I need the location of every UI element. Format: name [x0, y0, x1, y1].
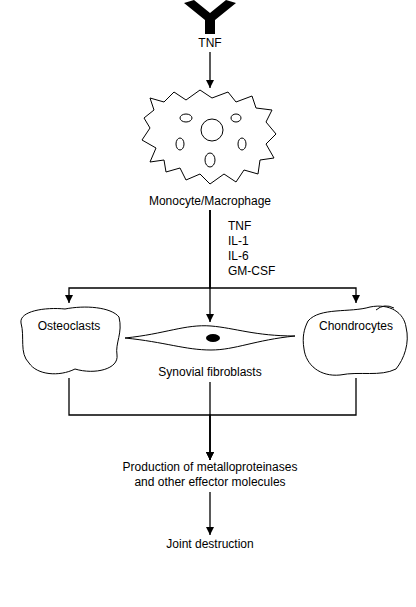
flow-arrow	[210, 210, 356, 303]
cytokine-label: TNF	[228, 219, 251, 234]
cell-outline	[180, 0, 240, 34]
node-text: Chondrocytes	[300, 319, 412, 334]
cell-node: Chondrocytes	[300, 303, 412, 378]
node-text: Osteoclasts	[15, 319, 123, 334]
cell-outline	[300, 303, 412, 378]
flow-arrow	[209, 382, 210, 460]
cell-outline-part	[205, 153, 215, 167]
cell-outline-part	[21, 307, 120, 374]
cell-outline-part	[201, 119, 223, 141]
node-text: Joint destruction	[110, 537, 310, 552]
flow-arrow	[69, 378, 210, 460]
flow-arrow	[69, 210, 210, 303]
flow-arrow	[209, 492, 210, 535]
cytokine-label: IL-1	[228, 234, 249, 249]
node-text: Production of metalloproteinases and oth…	[111, 460, 309, 490]
cell-outline-part	[180, 114, 192, 122]
flow-arrow	[209, 210, 210, 322]
cell-outline-part	[142, 90, 276, 184]
cell-outline	[125, 322, 295, 352]
cell-node: Monocyte/Macrophage	[140, 88, 280, 210]
flow-arrow	[210, 378, 356, 460]
cell-outline-part	[184, 0, 236, 34]
cell-outline-part	[176, 138, 184, 150]
process-text-node: Production of metalloproteinases and oth…	[111, 460, 309, 492]
cell-outline	[140, 88, 280, 186]
cell-outline-part	[376, 306, 394, 310]
cell-node: Osteoclasts	[15, 303, 123, 378]
node-text: Monocyte/Macrophage	[140, 194, 280, 209]
cell-outline-part	[238, 138, 246, 150]
cytokine-label: GM-CSF	[228, 264, 275, 279]
antibody-symbol: TNF	[180, 0, 240, 52]
cell-outline-part	[125, 326, 295, 350]
cell-outline-part	[303, 306, 407, 375]
cell-outline-part	[231, 114, 241, 122]
cell-outline	[15, 303, 123, 378]
outcome-text-node: Joint destruction	[110, 535, 310, 555]
cell-outline-part	[206, 334, 220, 342]
flow-arrow	[209, 52, 210, 88]
cytokine-label: IL-6	[228, 249, 249, 264]
node-text: Synovial fibroblasts	[125, 365, 295, 380]
cell-node: Synovial fibroblasts	[125, 322, 295, 382]
node-text: TNF	[180, 36, 240, 51]
